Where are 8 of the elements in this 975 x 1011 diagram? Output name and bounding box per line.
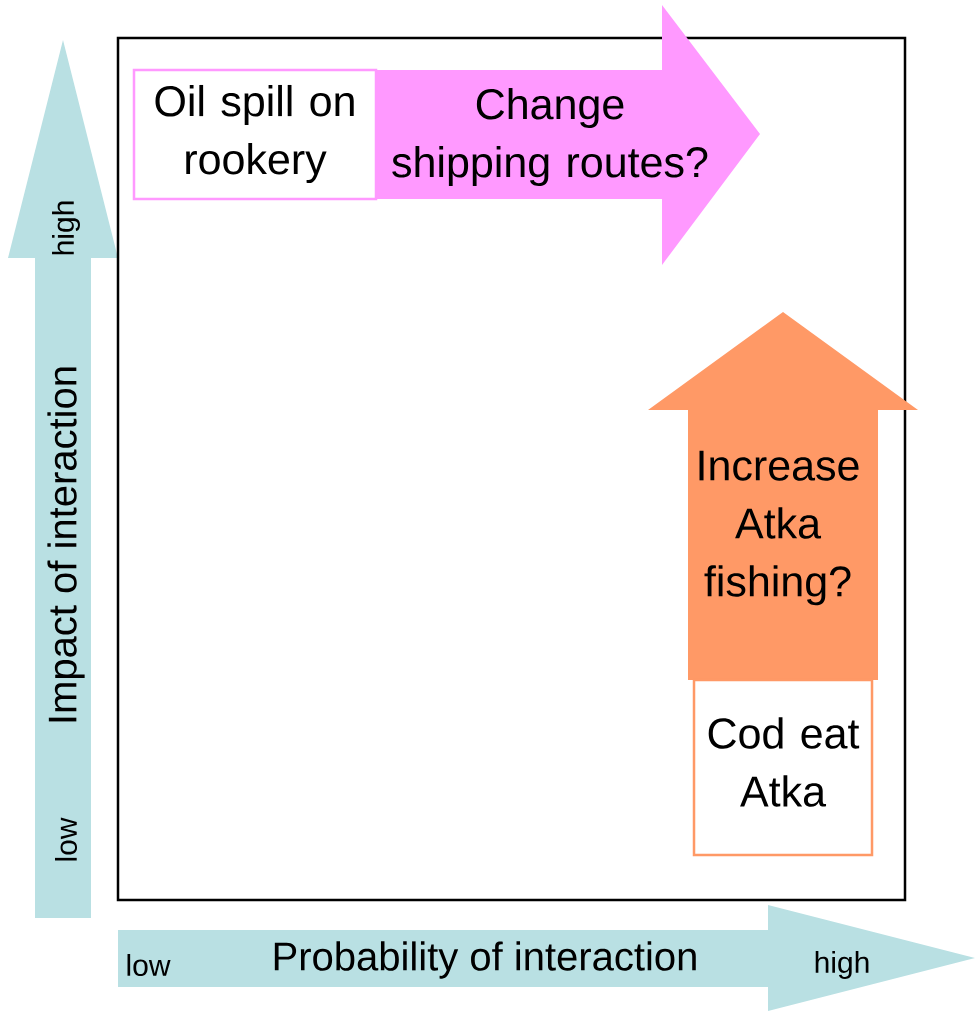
axis-label: low (55, 817, 77, 861)
axis-label: high (52, 201, 80, 255)
axis-label: low (127, 954, 171, 977)
text-box: Oil spill on rookery (132, 68, 378, 201)
axis-title: Probability of interaction (274, 941, 696, 979)
axis-label: high (815, 951, 869, 979)
text-box: Cod eat Atka (692, 678, 874, 857)
axis-title: Impact of interaction (47, 367, 85, 722)
